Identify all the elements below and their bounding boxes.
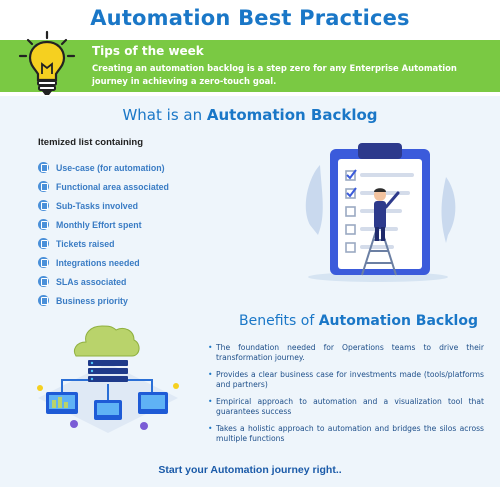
list-item: Business priority	[38, 291, 169, 310]
benefit-item: Empirical approach to automation and a v…	[208, 397, 484, 416]
backlog-item-list: Use-case (for automation) Functional are…	[38, 158, 169, 310]
benefits-heading: Benefits of Automation Backlog	[239, 313, 478, 329]
benefits-heading-strong: Automation Backlog	[318, 313, 478, 329]
list-item-label: Integrations needed	[56, 257, 140, 268]
list-item: Integrations needed	[38, 253, 169, 272]
benefits-heading-prefix: Benefits of	[239, 313, 319, 329]
list-item-label: Sub-Tasks involved	[56, 200, 138, 211]
clipboard-bullet-icon	[38, 200, 49, 211]
list-item-label: SLAs associated	[56, 276, 127, 287]
backlog-heading-prefix: What is an	[122, 106, 207, 124]
clipboard-bullet-icon	[38, 181, 49, 192]
list-item: SLAs associated	[38, 272, 169, 291]
tips-banner	[0, 40, 500, 92]
list-item: Use-case (for automation)	[38, 158, 169, 177]
benefit-item: The foundation needed for Operations tea…	[208, 343, 484, 362]
backlog-heading-strong: Automation Backlog	[206, 106, 378, 124]
backlog-heading: What is an Automation Backlog	[0, 106, 500, 124]
list-item-label: Functional area associated	[56, 181, 169, 192]
clipboard-bullet-icon	[38, 257, 49, 268]
list-item-label: Monthly Effort spent	[56, 219, 142, 230]
list-item: Sub-Tasks involved	[38, 196, 169, 215]
cloud-network-illustration	[37, 325, 179, 433]
lightbulb-icon	[18, 30, 76, 95]
list-item-label: Use-case (for automation)	[56, 162, 165, 173]
benefit-item: Provides a clear business case for inves…	[208, 370, 484, 389]
benefit-item: Takes a holistic approach to automation …	[208, 424, 484, 443]
footer-cta: Start your Automation journey right..	[158, 464, 342, 476]
clipboard-checklist-illustration	[305, 143, 456, 282]
clipboard-bullet-icon	[38, 162, 49, 173]
benefit-list: The foundation needed for Operations tea…	[208, 343, 484, 451]
list-item-label: Tickets raised	[56, 238, 115, 249]
list-item-label: Business priority	[56, 295, 128, 306]
clipboard-bullet-icon	[38, 238, 49, 249]
clipboard-bullet-icon	[38, 295, 49, 306]
tips-text: Creating an automation backlog is a step…	[92, 63, 457, 86]
itemized-label: Itemized list containing	[38, 137, 144, 148]
list-item: Monthly Effort spent	[38, 215, 169, 234]
main-title: Automation Best Practices	[90, 6, 410, 30]
tips-heading: Tips of the week	[92, 44, 204, 58]
clipboard-bullet-icon	[38, 219, 49, 230]
clipboard-bullet-icon	[38, 276, 49, 287]
list-item: Tickets raised	[38, 234, 169, 253]
list-item: Functional area associated	[38, 177, 169, 196]
